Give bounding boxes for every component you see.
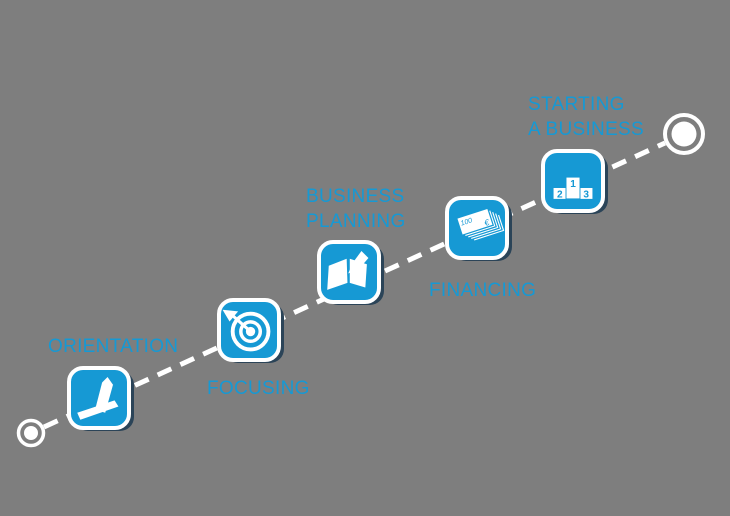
target-dart-icon (222, 309, 271, 352)
dashed-route-line (42, 140, 667, 430)
step-label-starting-a-business: STARTING A BUSINESS (528, 92, 644, 142)
step-label-business-planning: BUSINESS PLANNING (306, 184, 406, 234)
signpost-icon (77, 377, 119, 420)
tile-orientation (67, 366, 131, 430)
banknote-value: 100 (460, 217, 473, 227)
step-label-focusing: FOCUSING (207, 378, 310, 399)
podium-rank-1: 1 (570, 179, 576, 190)
banknotes-icon: 100 € (455, 207, 505, 243)
banknote-currency: € (483, 217, 492, 228)
label-line: BUSINESS (306, 186, 405, 207)
route-end-marker (663, 113, 705, 155)
tile-starting-a-business: 1 2 3 (541, 149, 605, 213)
label-line: PLANNING (306, 211, 406, 232)
tile-business-planning (317, 240, 381, 304)
open-book-pencil-icon (327, 251, 369, 290)
route-start-marker (16, 418, 46, 448)
podium-rank-2: 2 (557, 189, 563, 200)
step-label-financing: FINANCING (429, 280, 537, 301)
step-label-orientation: ORIENTATION (48, 336, 179, 357)
label-line: A BUSINESS (528, 119, 644, 140)
label-line: STARTING (528, 94, 625, 115)
podium-rank-3: 3 (583, 189, 589, 200)
winners-podium-icon: 1 2 3 (553, 176, 593, 200)
tile-focusing (217, 298, 281, 362)
tile-financing: 100 € (445, 196, 509, 260)
